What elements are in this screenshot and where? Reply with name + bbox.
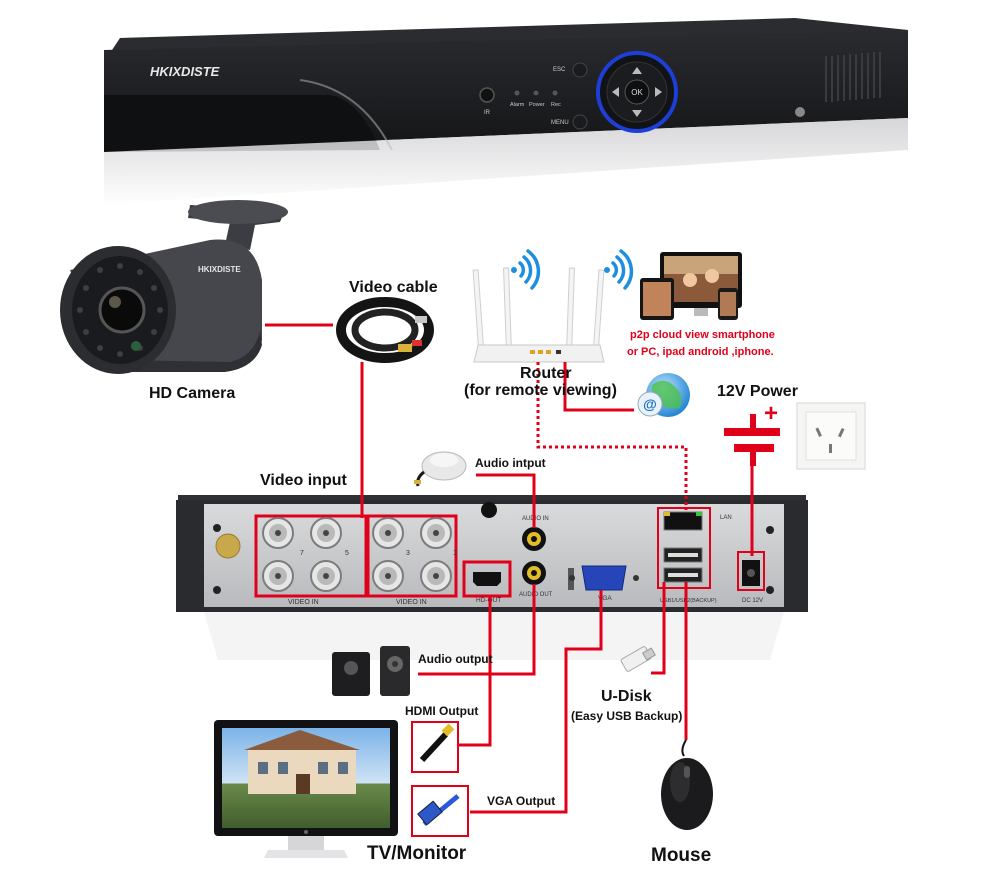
qc-sticker-icon [216, 534, 240, 558]
vga-cable-icon [412, 786, 468, 836]
dvr-front-unit: HKIXDISTE IR Alarm Power Rec ESC MENU OK [104, 18, 908, 205]
camera-brand: HKIXDISTE [198, 265, 241, 274]
front-screw-icon [795, 107, 805, 117]
bnc-port[interactable] [373, 518, 403, 548]
bnc-port[interactable] [421, 561, 451, 591]
p2p-line-2: or PC, ipad android ,iphone. [627, 346, 774, 358]
menu-button[interactable] [573, 115, 587, 129]
audio-input-device [414, 452, 466, 486]
ir-sensor-icon [480, 88, 494, 102]
led-power-icon [534, 91, 539, 96]
tv-monitor-device [214, 720, 398, 858]
hdmi-output-label: HDMI Output [405, 704, 478, 718]
router-label: Router [520, 365, 572, 383]
remote-devices [640, 252, 742, 320]
wall-socket-icon [797, 403, 865, 469]
dvr-back-unit: 7 5 3 1 VIDEO IN VIDEO IN HD-OUT AUDIO I… [176, 495, 808, 660]
video-cable-coil [341, 302, 429, 358]
bnc-port[interactable] [311, 561, 341, 591]
port-number-5: 5 [345, 550, 349, 557]
mouse-label: Mouse [651, 845, 711, 867]
hdmi-cable-icon [412, 722, 458, 772]
back-screw-right-icon [766, 526, 774, 534]
wifi-icon-left [511, 251, 538, 288]
tv-stand-neck [288, 836, 324, 850]
back-screw-left2-icon [213, 586, 221, 594]
udisk-sublabel: (Easy USB Backup) [571, 709, 682, 723]
camera-sensor [131, 341, 141, 351]
video-in-label-1: VIDEO IN [288, 599, 319, 606]
menu-label: MENU [551, 120, 569, 126]
mouse-device [661, 740, 713, 830]
tv-stand-base [264, 850, 348, 858]
camera-lens [100, 288, 144, 332]
led-power-label: Power [529, 102, 545, 108]
video-in-label-2: VIDEO IN [396, 599, 427, 606]
router-antenna-1 [473, 270, 484, 354]
udisk-label: U-Disk [601, 688, 652, 706]
svg-text:@: @ [643, 396, 657, 412]
vga-port[interactable] [582, 566, 626, 590]
usb-label: USB1/USB2(BACKUP) [660, 598, 717, 604]
led-rec-icon [553, 91, 558, 96]
router-antenna-2 [504, 268, 512, 352]
camera-mount-plate [188, 200, 288, 224]
bnc-port[interactable] [421, 518, 451, 548]
camera-lens-glint [109, 296, 121, 308]
audio-out-label: AUDIO OUT [519, 592, 553, 598]
power-plus-sign: + [764, 400, 778, 428]
hd-camera-label: HD Camera [149, 385, 235, 403]
wifi-icon-right [604, 251, 631, 288]
video-input-label: Video input [260, 472, 347, 490]
video-cable-label: Video cable [349, 279, 438, 297]
tv-monitor-label: TV/Monitor [367, 843, 466, 865]
back-screw-top-icon [481, 502, 497, 518]
cloud-globe-icon: @ [638, 373, 690, 417]
lan-label: LAN [720, 515, 732, 521]
p2p-line-1: p2p cloud view smartphone [630, 329, 775, 341]
bnc-port[interactable] [263, 518, 293, 548]
led-alarm-label: Alarm [510, 102, 525, 108]
dvr-back-reflection [204, 612, 784, 660]
dvr-brand: HKIXDISTE [150, 64, 220, 79]
hdmi-port[interactable] [473, 572, 501, 586]
dc-label: DC 12V [742, 598, 763, 604]
audio-output-label: Audio output [418, 652, 493, 666]
audio-input-label: Audio intput [475, 456, 546, 470]
ir-label: IR [484, 110, 491, 116]
ok-label: OK [631, 88, 643, 97]
router [473, 268, 604, 362]
bnc-port[interactable] [311, 518, 341, 548]
back-screw-left-icon [213, 524, 221, 532]
port-number-7: 7 [300, 550, 304, 557]
esc-label: ESC [553, 67, 566, 73]
bnc-port[interactable] [263, 561, 293, 591]
led-alarm-icon [515, 91, 520, 96]
bnc-port[interactable] [373, 561, 403, 591]
vga-output-label: VGA Output [487, 794, 555, 808]
led-rec-label: Rec [551, 102, 561, 108]
power-label: 12V Power [717, 383, 798, 401]
port-number-1: 1 [453, 550, 457, 557]
hd-camera: HKIXDISTE [60, 200, 288, 374]
router-antenna-4 [593, 270, 604, 354]
router-sublabel: (for remote viewing) [464, 382, 617, 400]
router-antenna-3 [567, 268, 575, 352]
back-screw-right2-icon [766, 586, 774, 594]
audio-in-port[interactable] [522, 527, 546, 551]
esc-button[interactable] [573, 63, 587, 77]
audio-out-port[interactable] [522, 561, 546, 585]
port-number-3: 3 [406, 550, 410, 557]
